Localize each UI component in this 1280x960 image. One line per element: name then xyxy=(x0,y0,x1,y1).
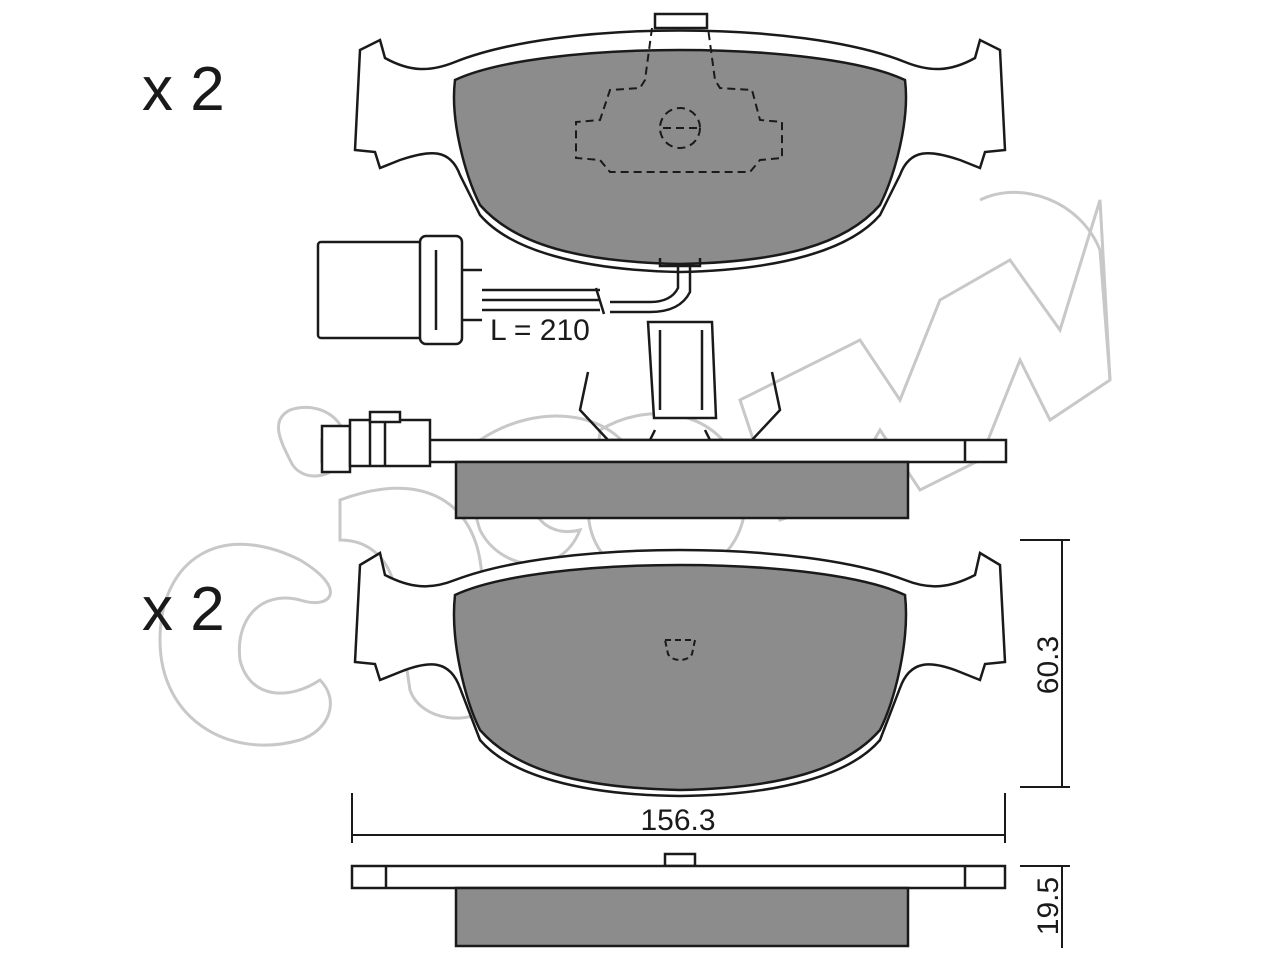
bottom-pad-front-view xyxy=(353,548,1007,798)
top-hidden-clip xyxy=(575,27,783,173)
bottom-side-backing-plate xyxy=(350,864,1007,890)
top-friction-pad xyxy=(452,48,908,266)
sensor-wire-length-label: L = 210 xyxy=(490,314,590,347)
thickness-dimension-label: 19.5 xyxy=(1032,877,1065,935)
bottom-side-tab xyxy=(663,852,697,868)
bottom-side-friction-block xyxy=(454,886,910,948)
bottom-friction-pad xyxy=(452,563,908,792)
quantity-label-top: x 2 xyxy=(142,55,225,124)
width-dimension-line xyxy=(351,793,1006,843)
height-dimension-line xyxy=(1020,539,1070,788)
top-side-spring-clip xyxy=(646,320,718,420)
top-center-tab xyxy=(653,12,709,30)
bottom-pad-side-view xyxy=(350,852,1007,948)
thickness-dimension-line xyxy=(1020,865,1070,948)
wear-sensor-connector xyxy=(316,234,606,346)
height-dimension-label: 60.3 xyxy=(1032,636,1065,694)
top-pad-side-view xyxy=(320,320,1008,520)
bottom-wear-indicator xyxy=(663,639,697,661)
top-side-friction-block xyxy=(454,460,910,520)
top-pad-front-view xyxy=(353,12,1007,314)
quantity-label-bottom: x 2 xyxy=(142,575,225,644)
width-dimension-label: 156.3 xyxy=(640,804,715,837)
